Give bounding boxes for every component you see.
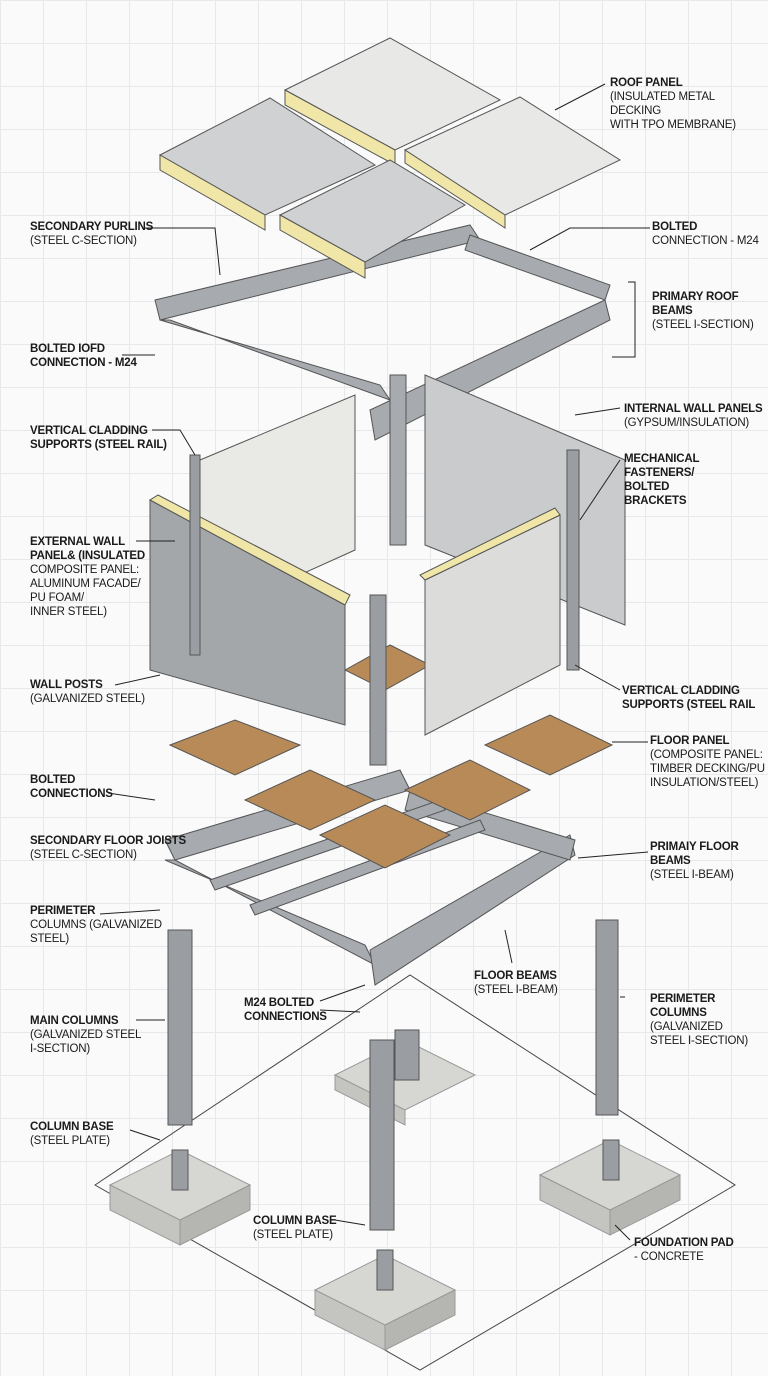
walls <box>149 374 626 766</box>
label-text: (GYPSUM/INSULATION) <box>624 417 750 429</box>
label-title: SUPPORTS (STEEL RAIL <box>622 699 756 711</box>
label-text: STEEL) <box>30 933 70 945</box>
label-title: PRIMARY ROOF <box>652 291 739 303</box>
label-secondary-floor-joists: SECONDARY FLOOR JOISTS (STEEL C-SECTION) <box>30 834 186 862</box>
label-text: (STEEL C-SECTION) <box>30 235 137 247</box>
label-text: (STEEL I-BEAM) <box>650 869 734 881</box>
label-title: ROOF PANEL <box>610 77 683 89</box>
label-title: BOLTED <box>624 481 670 493</box>
label-title: COLUMNS <box>650 1007 707 1019</box>
label-text: (STEEL C-SECTION) <box>30 849 137 861</box>
label-title: SECONDARY PURLINS <box>30 221 154 233</box>
label-text: COLUMNS (GALVANIZED <box>30 919 162 931</box>
floor-panels <box>168 644 614 869</box>
label-main-columns: MAIN COLUMNS (GALVANIZED STEEL I-SECTION) <box>30 1014 141 1056</box>
label-m24-bolted-connections: M24 BOLTED CONNECTIONS <box>244 996 327 1024</box>
label-internal-wall-panels: INTERNAL WALL PANELS (GYPSUM/INSULATION) <box>624 402 763 430</box>
label-bolted-connections: BOLTED CONNECTIONS <box>30 773 113 801</box>
label-title: BEAMS <box>650 855 691 867</box>
label-text: STEEL I-SECTION) <box>650 1035 748 1047</box>
label-title: SUPPORTS (STEEL RAIL) <box>30 439 167 451</box>
label-text: (INSULATED METAL DECKING <box>610 91 715 117</box>
label-text: CONNECTION - M24 <box>652 235 759 247</box>
label-foundation-pad: FOUNDATION PAD - CONCRETE <box>634 1236 734 1264</box>
label-column-base-left: COLUMN BASE (STEEL PLATE) <box>30 1120 114 1148</box>
label-roof-panel: ROOF PANEL (INSULATED METAL DECKING WITH T… <box>610 76 768 132</box>
label-title: CONNECTION - M24 <box>30 357 137 369</box>
roof-panels <box>158 37 622 279</box>
label-title: SECONDARY FLOOR JOISTS <box>30 835 186 847</box>
label-title: BEAMS <box>652 305 693 317</box>
label-title: WALL POSTS <box>30 679 103 691</box>
label-text: INSULATION/STEEL) <box>650 777 759 789</box>
label-title: MECHANICAL <box>624 453 700 465</box>
label-text: (GALVANIZED <box>650 1021 723 1033</box>
foundation-outline <box>94 974 736 1371</box>
label-title: FLOOR PANEL <box>650 735 730 747</box>
label-text: COMPOSITE PANEL: <box>30 564 140 576</box>
label-text: TIMBER DECKING/PU <box>650 763 765 775</box>
label-secondary-purlins: SECONDARY PURLINS (STEEL C-SECTION) <box>30 220 153 248</box>
label-text: (STEEL I-BEAM) <box>474 984 558 996</box>
columns <box>167 919 620 1291</box>
label-text: PU FOAM/ <box>30 592 84 604</box>
label-text: (STEEL I-SECTION) <box>652 319 754 331</box>
label-title: BOLTED IOFD <box>30 343 105 355</box>
label-text: INNER STEEL) <box>30 606 107 618</box>
label-mechanical-fasteners: MECHANICAL FASTENERS/BOLTED BRACKETS <box>624 452 700 508</box>
label-title: FLOOR BEAMS <box>474 970 557 982</box>
label-text: (COMPOSITE PANEL: <box>650 749 763 761</box>
label-bolted-connection-top: BOLTED CONNECTION - M24 <box>652 220 759 248</box>
label-title: CONNECTIONS <box>30 788 113 800</box>
label-title: INTERNAL WALL PANELS <box>624 403 763 415</box>
label-text: ALUMINUM FACADE/ <box>30 578 141 590</box>
label-title: VERTICAL CLADDING <box>30 425 148 437</box>
label-title: FASTENERS/ <box>624 467 695 479</box>
label-vertical-cladding-right: VERTICAL CLADDING SUPPORTS (STEEL RAIL <box>622 684 755 712</box>
label-floor-panel: FLOOR PANEL (COMPOSITE PANEL: TIMBER DECKI… <box>650 734 765 790</box>
label-primary-roof-beams: PRIMARY ROOF BEAMS (STEEL I-SECTION) <box>652 290 754 332</box>
label-text: (GALVANIZED STEEL <box>30 1029 142 1041</box>
label-primary-floor-beams: PRIMAIY FLOOR BEAMS (STEEL I-BEAM) <box>650 840 739 882</box>
label-title: CONNECTIONS <box>244 1011 327 1023</box>
label-text: - CONCRETE <box>634 1251 704 1263</box>
label-title: BOLTED <box>30 774 76 786</box>
label-title: EXTERNAL WALL <box>30 536 125 548</box>
label-external-wall-panels: EXTERNAL WALL PANEL& (INSULATED COMPOSITE … <box>30 535 145 619</box>
label-title: VERTICAL CLADDING <box>622 685 740 697</box>
leader-lines <box>99 83 650 1241</box>
label-perimeter-columns-left: PERIMETER COLUMNS (GALVANIZED STEEL) <box>30 904 162 946</box>
concrete-pads <box>108 1039 682 1351</box>
label-column-base-center: COLUMN BASE (STEEL PLATE) <box>253 1214 337 1242</box>
label-vertical-cladding-left: VERTICAL CLADDING SUPPORTS (STEEL RAIL) <box>30 424 167 452</box>
label-text: WITH TPO MEMBRANE) <box>610 119 736 131</box>
label-text: I-SECTION) <box>30 1043 90 1055</box>
label-title: MAIN COLUMNS <box>30 1015 119 1027</box>
label-bolted-iofd: BOLTED IOFD CONNECTION - M24 <box>30 342 137 370</box>
label-title: FOUNDATION PAD <box>634 1237 734 1249</box>
label-title: COLUMN BASE <box>30 1121 114 1133</box>
label-title: BOLTED <box>652 221 698 233</box>
label-text: (GALVANIZED STEEL) <box>30 693 145 705</box>
label-title: M24 BOLTED <box>244 997 314 1009</box>
label-title: PRIMAIY FLOOR <box>650 841 739 853</box>
label-wall-posts: WALL POSTS (GALVANIZED STEEL) <box>30 678 145 706</box>
label-title: PANEL& (INSULATED <box>30 550 146 562</box>
label-text: (STEEL PLATE) <box>253 1229 333 1241</box>
label-title: PERIMETER <box>650 993 716 1005</box>
label-title: BRACKETS <box>624 495 687 507</box>
label-perimeter-columns-right: PERIMETER COLUMNS (GALVANIZED STEEL I-SECTI… <box>650 992 748 1048</box>
label-text: (STEEL PLATE) <box>30 1135 110 1147</box>
label-title: COLUMN BASE <box>253 1215 337 1227</box>
label-title: PERIMETER <box>30 905 96 917</box>
label-floor-beams: FLOOR BEAMS (STEEL I-BEAM) <box>474 969 558 997</box>
